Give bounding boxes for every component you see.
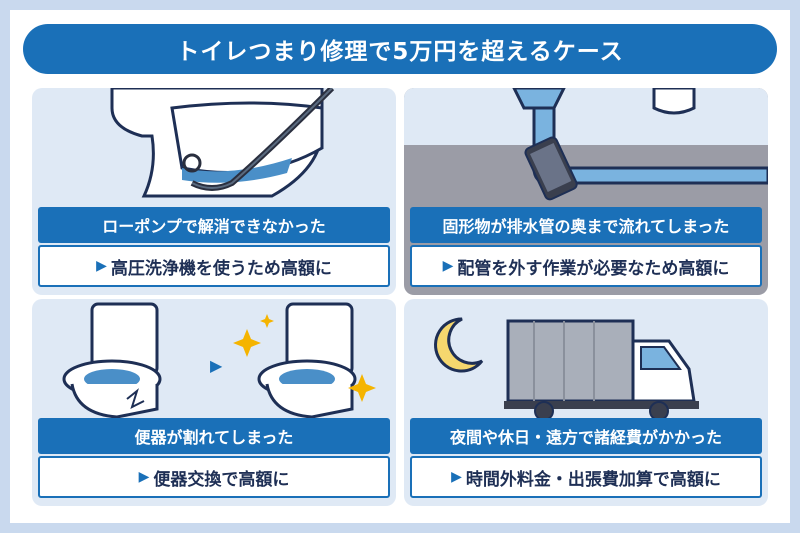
case-result-text-4: 時間外料金・出張費加算で高額に xyxy=(465,469,721,490)
toilet-icon xyxy=(62,302,162,419)
triangle-right-icon: ▶ xyxy=(442,258,454,274)
case-panel-2: 固形物が排水管の奥まで流れてしまった ▶配管を外す作業が必要なため高額に xyxy=(404,88,768,295)
drain-pipe-illustration xyxy=(512,88,768,201)
triangle-right-icon: ▶ xyxy=(451,469,462,485)
sparkle-icon xyxy=(260,314,274,328)
toilet-replacement-illustration: ▶ xyxy=(62,302,376,419)
case-result-3: ▶便器交換で高額に xyxy=(38,456,390,498)
case-panel-3: ▶ 便器が割れてしまった ▶便器交換で高額に xyxy=(32,299,396,506)
page-title: トイレつまり修理で5万円を超えるケース xyxy=(23,24,777,74)
triangle-right-icon: ▶ xyxy=(138,469,150,485)
sparkle-icon xyxy=(233,329,261,357)
case-cause-3: 便器が割れてしまった xyxy=(38,418,390,454)
toilet-snake-illustration xyxy=(110,88,335,198)
phone-icon xyxy=(524,136,578,201)
wall-area xyxy=(404,88,768,145)
case-cause-4: 夜間や休日・遠方で諸経費がかかった xyxy=(410,418,762,454)
toilet-icon xyxy=(257,302,357,419)
triangle-right-icon: ▶ xyxy=(96,258,107,274)
case-result-text-1: 高圧洗浄機を使うため高額に xyxy=(110,258,332,279)
sparkle-icon xyxy=(348,374,376,402)
case-result-text-3: 便器交換で高額に xyxy=(153,469,290,490)
truck-icon xyxy=(504,319,699,419)
case-result-text-2: 配管を外す作業が必要なため高額に xyxy=(457,258,730,279)
case-result-2: ▶配管を外す作業が必要なため高額に xyxy=(410,245,762,287)
case-cause-1: ローポンプで解消できなかった xyxy=(38,207,390,243)
case-cause-2: 固形物が排水管の奥まで流れてしまった xyxy=(410,207,762,243)
triangle-right-icon: ▶ xyxy=(210,356,223,375)
night-truck-illustration xyxy=(434,317,699,419)
case-result-1: ▶高圧洗浄機を使うため高額に xyxy=(38,245,390,287)
case-panel-4: 夜間や休日・遠方で諸経費がかかった ▶時間外料金・出張費加算で高額に xyxy=(404,299,768,506)
case-panel-1: ローポンプで解消できなかった ▶高圧洗浄機を使うため高額に xyxy=(32,88,396,295)
moon-icon xyxy=(434,317,484,373)
case-result-4: ▶時間外料金・出張費加算で高額に xyxy=(410,456,762,498)
